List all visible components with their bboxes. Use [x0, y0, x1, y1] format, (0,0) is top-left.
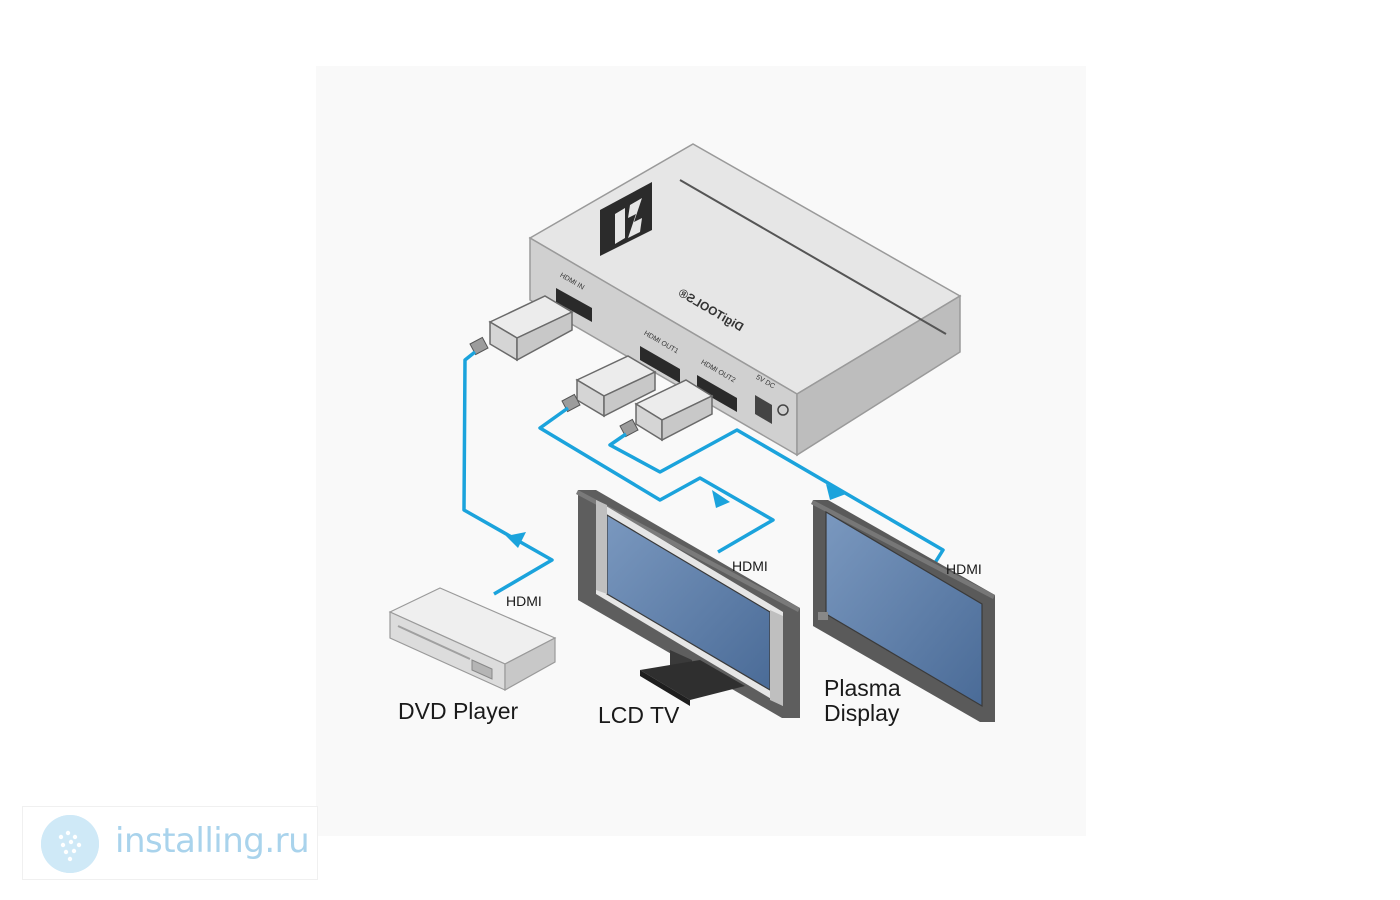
hdmi-connector-in [469, 295, 574, 362]
lcd-tv-label: LCD TV [598, 702, 680, 728]
watermark: installing.ru [22, 806, 318, 880]
dvd-player-illustration [388, 587, 557, 692]
kramer-logo-icon [600, 182, 652, 256]
arrow-to-lcd-icon [712, 490, 730, 508]
port-hdmi-out2 [697, 375, 737, 412]
arrow-to-plasma-icon [826, 484, 846, 500]
cable-splitter-to-plasma [608, 428, 945, 567]
port-hdmi-in [556, 288, 592, 322]
cable-dvd-to-splitter [462, 350, 554, 596]
hdmi-splitter-device [528, 143, 962, 457]
hdmi-connector-out1 [561, 355, 657, 418]
plasma-display-label-line1: Plasma [824, 675, 901, 701]
arrow-to-splitter-icon [506, 532, 526, 548]
port-hdmi-out1 [640, 346, 680, 383]
lcd-tv-illustration [576, 490, 800, 718]
cable-splitter-to-lcd [538, 406, 775, 554]
plasma-display-illustration [811, 500, 995, 722]
hdmi-connector-out2 [619, 379, 714, 442]
dvd-player-label: DVD Player [398, 698, 519, 724]
hdmi-label-dvd: HDMI [506, 593, 542, 609]
watermark-text: installing.ru [115, 821, 310, 861]
power-port-icon [755, 395, 789, 424]
hdmi-label-plasma: HDMI [946, 561, 982, 577]
hdmi-label-lcd: HDMI [732, 558, 768, 574]
installing-logo-icon [41, 815, 99, 873]
plasma-display-label-line2: Display [824, 700, 900, 726]
